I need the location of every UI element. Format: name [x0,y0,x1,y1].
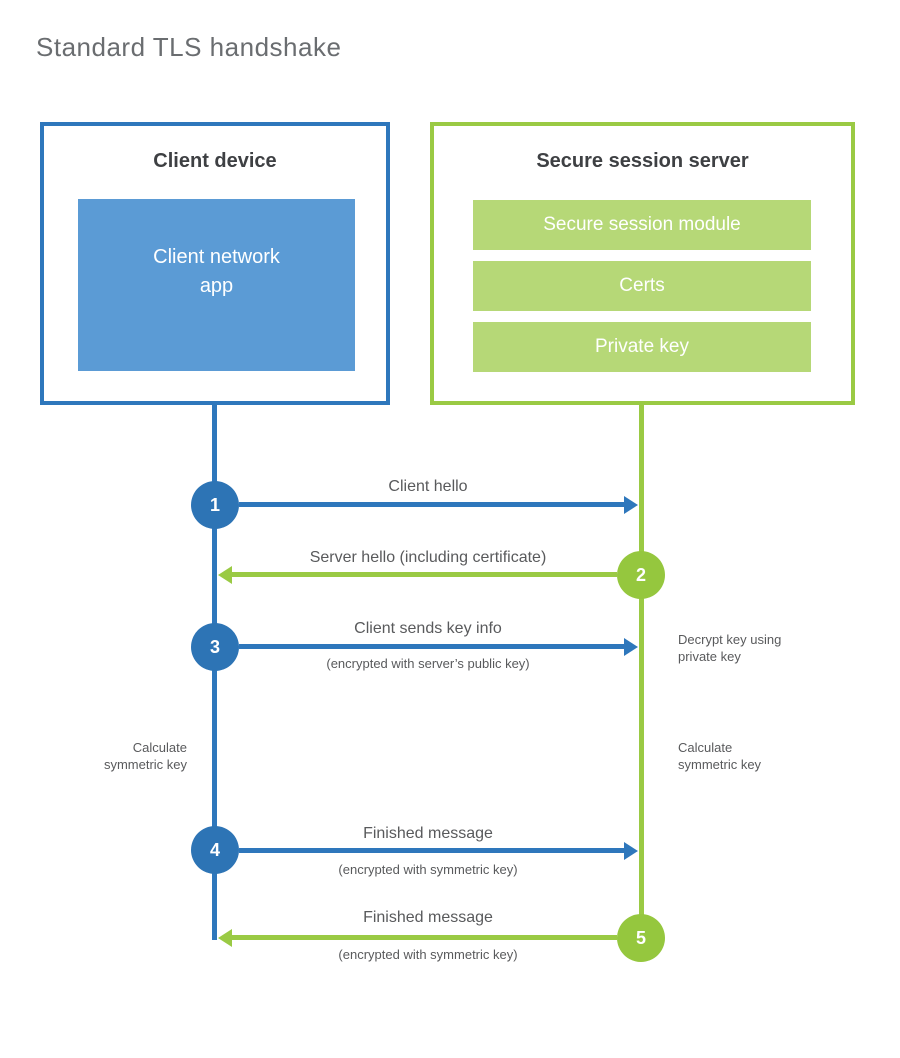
message-5-arrow-line [232,935,617,940]
message-1-arrowhead-right-icon [624,496,638,514]
step-3-circle: 3 [191,623,239,671]
message-1-label: Client hello [388,478,468,495]
step-1-circle: 1 [191,481,239,529]
calculate-symmetric-key-note-server: Calculate symmetric key [678,740,762,773]
step-4-circle: 4 [191,826,239,874]
message-5-label: Finished message [363,909,493,926]
message-5-sublabel: (encrypted with symmetric key) [338,947,518,962]
step-5-circle: 5 [617,914,665,962]
message-4-arrowhead-right-icon [624,842,638,860]
message-1-arrow-line [239,502,624,507]
message-3-arrowhead-right-icon [624,638,638,656]
secure-session-server-title: Secure session server [536,150,749,172]
client-device-title: Client device [153,150,277,172]
server-module-private-key: Private key [473,322,811,372]
message-3-label: Client sends key info [354,620,502,637]
decrypt-key-note: Decrypt key using private key [678,632,782,665]
client-lifeline [212,405,217,940]
server-lifeline [639,405,644,938]
message-4-sublabel: (encrypted with symmetric key) [338,862,518,877]
message-3-sublabel: (encrypted with server’s public key) [326,656,530,671]
step-2-circle: 2 [617,551,665,599]
calculate-symmetric-key-note-client: Calculate symmetric key [103,740,187,773]
message-2-label: Server hello (including certificate) [309,549,547,566]
message-5-arrowhead-left-icon [218,929,232,947]
message-4-arrow-line [239,848,624,853]
client-network-app-box: Client network app [78,199,355,371]
server-module-secure-session: Secure session module [473,200,811,250]
message-4-label: Finished message [363,825,493,842]
message-2-arrow-line [232,572,617,577]
message-3-arrow-line [239,644,624,649]
message-2-arrowhead-left-icon [218,566,232,584]
server-module-certs: Certs [473,261,811,311]
page-title: Standard TLS handshake [36,32,342,62]
